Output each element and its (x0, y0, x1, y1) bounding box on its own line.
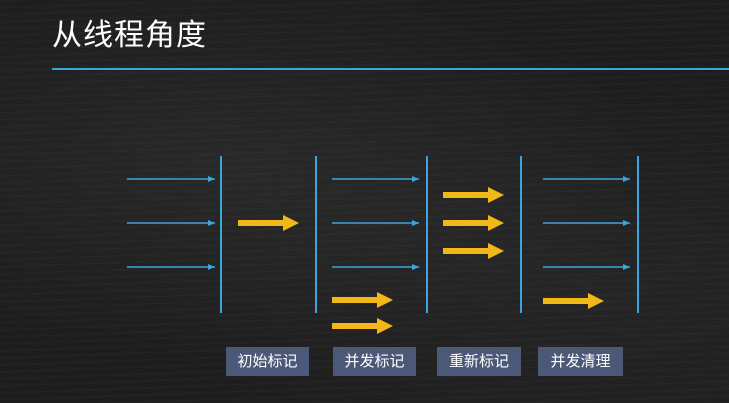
phase-label-concurrent-sweep: 并发清理 (538, 347, 623, 376)
gc-thread-arrow (443, 243, 504, 259)
gc-thread-arrow (332, 292, 393, 308)
phase-remark (443, 156, 522, 313)
phase-initial-mark (127, 156, 299, 313)
phase-concurrent-mark (315, 156, 428, 334)
gc-thread-arrow (443, 215, 504, 231)
gc-thread-arrow (238, 215, 299, 231)
phase-concurrent-sweep (543, 156, 639, 313)
gc-thread-arrow (332, 318, 393, 334)
page-title: 从线程角度 (52, 18, 207, 53)
phase-label-remark: 重新标记 (437, 347, 521, 376)
phase-label-initial-mark: 初始标记 (226, 347, 309, 376)
gc-thread-arrow (543, 293, 604, 309)
phase-label-concurrent-mark: 并发标记 (333, 347, 416, 376)
title-underline (52, 68, 729, 70)
gc-thread-arrow (443, 187, 504, 203)
